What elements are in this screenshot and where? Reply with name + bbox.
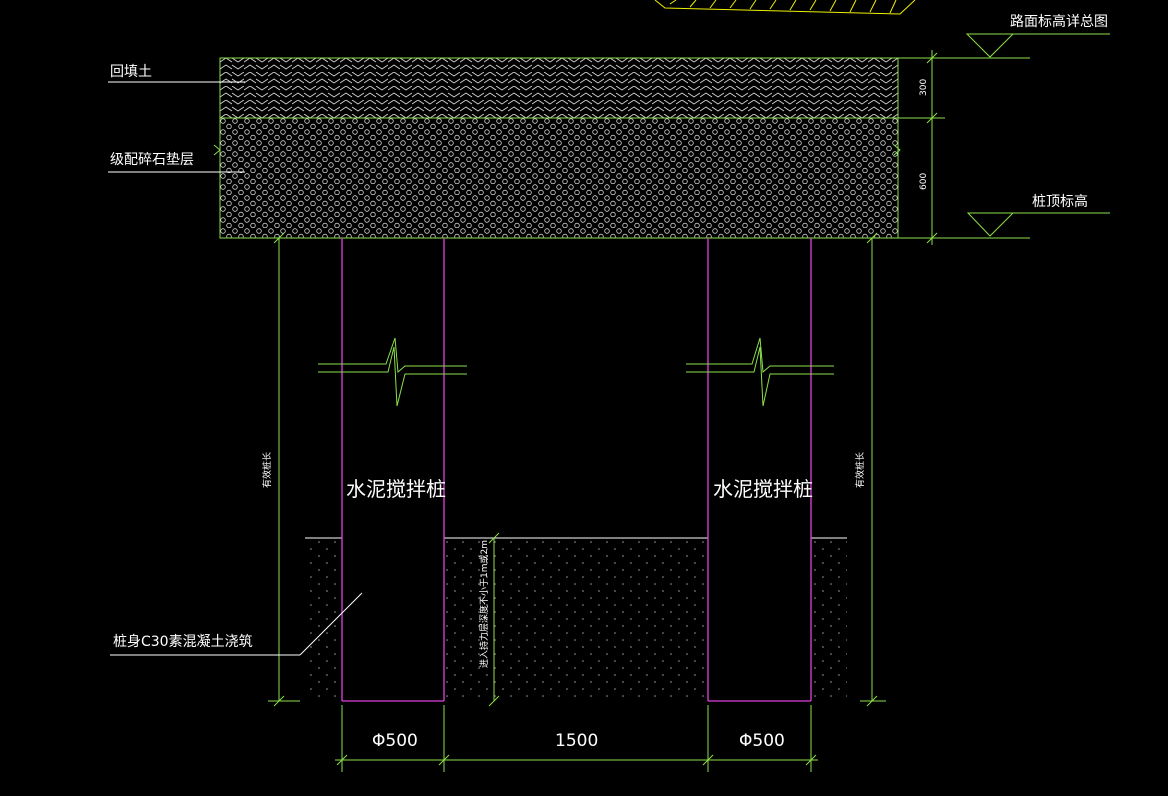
break-mark-left bbox=[213, 144, 221, 156]
layer-top-dim: 300 bbox=[919, 79, 929, 96]
pile-dia-left-label: Φ500 bbox=[372, 731, 418, 751]
backfill-label: 回填土 bbox=[110, 64, 152, 80]
bottom-dimension bbox=[335, 705, 818, 772]
ground-hatch-top bbox=[654, 0, 916, 15]
effective-length-label-right: 有效桩长 bbox=[854, 452, 866, 488]
left-leaders bbox=[108, 81, 245, 173]
pile-right-label: 水泥搅拌桩 bbox=[713, 477, 813, 501]
pile-left-label: 水泥搅拌桩 bbox=[346, 477, 446, 501]
soil-zone-left bbox=[305, 538, 342, 701]
pile-body-leader-diag bbox=[299, 592, 363, 656]
gravel-layer-label: 级配碎石垫层 bbox=[110, 152, 194, 168]
road-elevation-label: 路面标高详总图 bbox=[1010, 13, 1108, 30]
bearing-depth-dim bbox=[488, 532, 500, 707]
bearing-depth-note: 进入持力层深度不小于1m或2m bbox=[478, 540, 490, 668]
road-elevation-marker bbox=[965, 33, 1110, 58]
break-mark-right bbox=[893, 144, 901, 156]
pile-body-note: 桩身C30素混凝土浇筑 bbox=[113, 633, 253, 650]
soil-zone-right bbox=[811, 538, 847, 701]
layer-bottom-dim: 600 bbox=[919, 173, 929, 190]
pile-top-elevation-marker bbox=[966, 212, 1110, 237]
effective-length-dim-right bbox=[860, 232, 886, 707]
break-symbol-right bbox=[686, 337, 834, 407]
gravel-layer bbox=[219, 117, 899, 239]
backfill-layer bbox=[219, 57, 899, 119]
pile-right bbox=[707, 238, 812, 702]
pile-dia-right-label: Φ500 bbox=[739, 731, 785, 751]
effective-length-label-left: 有效桩长 bbox=[261, 452, 273, 488]
spacing-label: 1500 bbox=[555, 731, 598, 751]
layer-dimensions bbox=[898, 50, 1030, 245]
pile-top-elevation-label: 桩顶标高 bbox=[1032, 193, 1088, 210]
soil-zone-middle bbox=[444, 538, 708, 701]
effective-length-dim-left bbox=[268, 232, 300, 707]
break-symbol-left bbox=[318, 337, 467, 407]
pile-left bbox=[341, 238, 445, 702]
